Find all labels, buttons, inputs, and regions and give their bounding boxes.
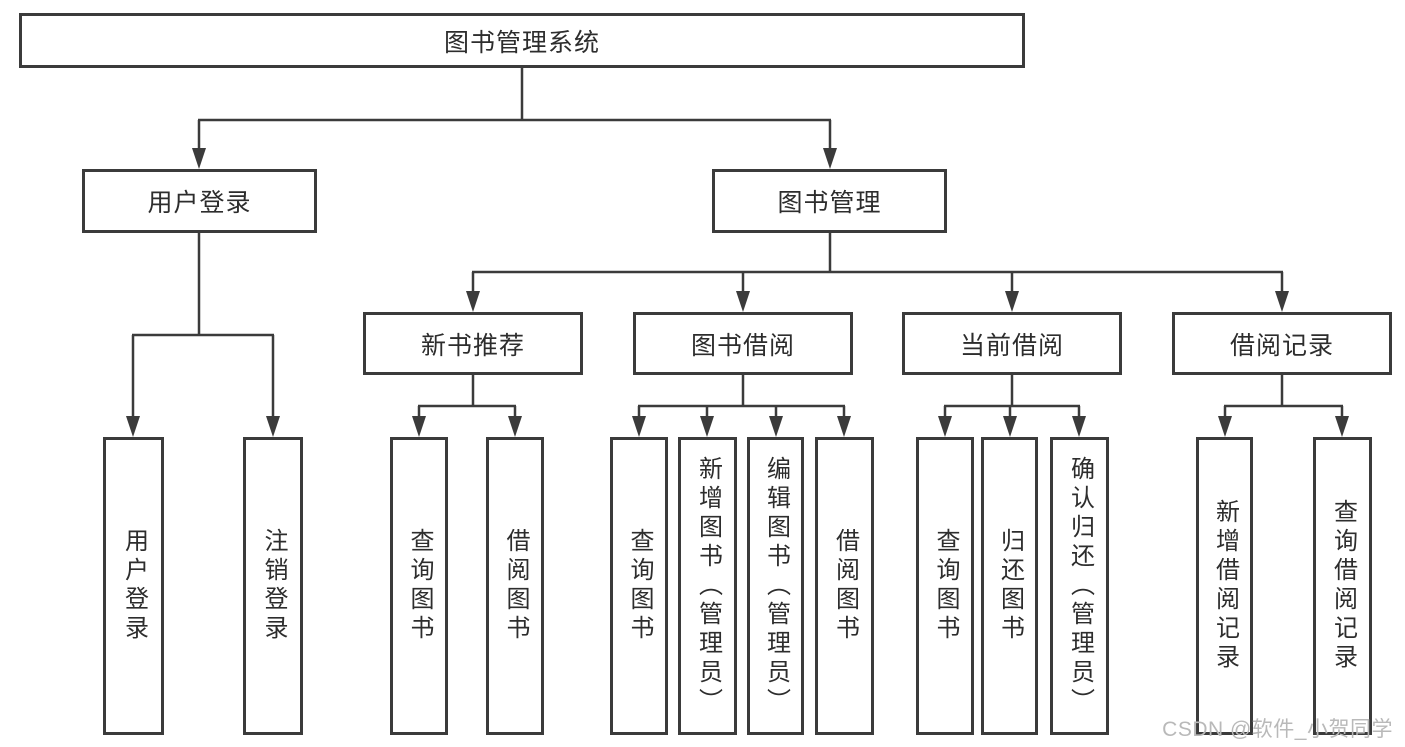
leaf-cb-query-books-label: 查询图书 [932,528,959,644]
leaf-user-login-label: 用户登录 [120,528,148,644]
edge-user-login-to-leaves [131,231,275,418]
leaf-cb-return-books: 归还图书 [981,437,1038,735]
leaf-user-login: 用户登录 [103,437,164,735]
leaf-bb-edit-books-admin-label: 编辑图书（管理员） [762,455,790,717]
leaf-cb-confirm-return-admin-label: 确认归还（管理员） [1066,455,1094,717]
edge-current-borrowing-to-leaves [943,373,1081,418]
leaf-br-query-record: 查询借阅记录 [1313,437,1372,735]
leaf-logout-label: 注销登录 [260,528,287,644]
leaf-bb-add-books-admin-label: 新增图书（管理员） [694,455,722,717]
leaf-nbr-query-books: 查询图书 [390,437,448,735]
watermark: CSDN @软件_小贺同学 [1162,718,1393,741]
leaf-cb-query-books: 查询图书 [916,437,974,735]
leaf-nbr-query-books-label: 查询图书 [406,528,433,644]
node-root: 图书管理系统 [19,13,1025,68]
leaf-br-add-record: 新增借阅记录 [1196,437,1253,735]
leaf-nbr-borrow-books-label: 借阅图书 [502,528,529,644]
leaf-bb-query-books: 查询图书 [610,437,668,735]
leaf-cb-return-books-label: 归还图书 [996,528,1024,644]
leaf-bb-borrow-books-label: 借阅图书 [831,528,859,644]
leaf-nbr-borrow-books: 借阅图书 [486,437,544,735]
leaf-logout: 注销登录 [243,437,303,735]
edge-borrow-records-to-leaves [1223,373,1344,418]
leaf-br-add-record-label: 新增借阅记录 [1211,499,1239,673]
node-current-borrowing: 当前借阅 [902,312,1122,375]
node-borrow-records: 借阅记录 [1172,312,1392,375]
leaf-bb-query-books-label: 查询图书 [626,528,653,644]
node-user-login: 用户登录 [82,169,317,233]
node-book-management: 图书管理 [712,169,947,233]
leaf-bb-borrow-books: 借阅图书 [815,437,874,735]
leaf-br-query-record-label: 查询借阅记录 [1329,499,1357,673]
edge-root-to-level2 [197,66,832,150]
edge-book-borrowing-to-leaves [637,373,846,418]
node-book-borrowing: 图书借阅 [633,312,853,375]
edge-new-book-recommend-to-leaves [417,373,517,418]
leaf-bb-add-books-admin: 新增图书（管理员） [678,437,737,735]
node-new-book-recommend: 新书推荐 [363,312,583,375]
leaf-cb-confirm-return-admin: 确认归还（管理员） [1050,437,1109,735]
edge-book-management-to-level3 [471,231,1284,293]
leaf-bb-edit-books-admin: 编辑图书（管理员） [747,437,804,735]
arrowhead-icons [126,148,1349,437]
